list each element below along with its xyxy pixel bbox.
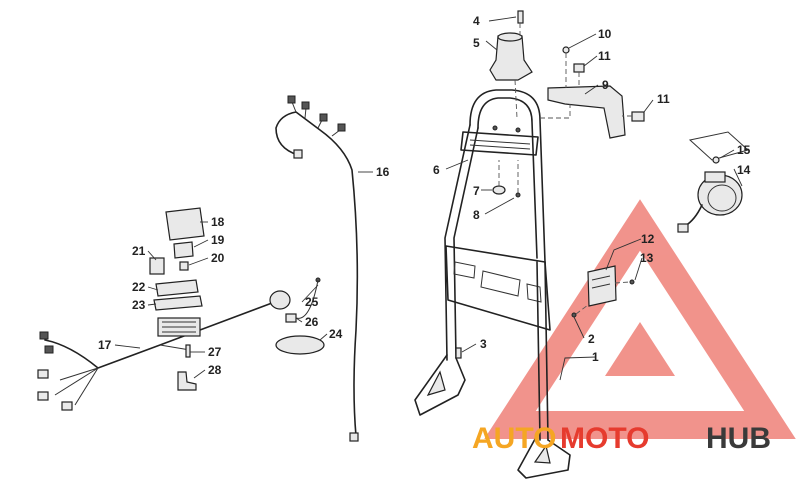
callout-16: 16 bbox=[376, 165, 390, 179]
fuse-22 bbox=[155, 279, 199, 297]
mount-bracket bbox=[177, 344, 197, 391]
callout-25: 25 bbox=[305, 295, 319, 309]
watermark-word-hub: HUB bbox=[706, 422, 771, 455]
fuse-cover-18 bbox=[165, 207, 205, 241]
nut-11-side bbox=[631, 111, 645, 122]
callout-8: 8 bbox=[473, 208, 480, 222]
top-cup-assembly bbox=[489, 10, 533, 119]
callout-19: 19 bbox=[211, 233, 225, 247]
callout-1: 1 bbox=[592, 350, 599, 364]
screw-3 bbox=[455, 347, 462, 359]
bracket-9 bbox=[547, 85, 626, 139]
washer-group bbox=[492, 160, 521, 198]
screw-4 bbox=[517, 10, 524, 24]
screw-27 bbox=[185, 344, 191, 358]
harness-17 bbox=[37, 277, 321, 411]
horn-assembly bbox=[677, 131, 750, 233]
callout-12: 12 bbox=[641, 232, 655, 246]
washer-10 bbox=[562, 46, 570, 54]
relay-21 bbox=[149, 257, 165, 275]
callout-24: 24 bbox=[329, 327, 343, 341]
screw-2 bbox=[571, 312, 577, 318]
callout-17: 17 bbox=[98, 338, 112, 352]
connector-26 bbox=[285, 313, 297, 323]
callout-5: 5 bbox=[473, 36, 480, 50]
watermark-text: AUTO MOTO HUB bbox=[472, 422, 771, 455]
callout-11-top: 11 bbox=[598, 49, 611, 63]
callout-23: 23 bbox=[132, 298, 146, 312]
backrest-frame bbox=[414, 89, 571, 479]
callout-21: 21 bbox=[132, 244, 146, 258]
harness-16 bbox=[275, 95, 359, 442]
callout-13: 13 bbox=[640, 251, 654, 265]
module-assembly bbox=[571, 265, 635, 318]
screw-13 bbox=[629, 279, 635, 285]
callout-9: 9 bbox=[602, 78, 609, 92]
lamp-assembly bbox=[275, 279, 325, 355]
watermark-word-moto: MOTO bbox=[560, 422, 649, 455]
callout-20: 20 bbox=[211, 251, 225, 265]
washer-7 bbox=[492, 185, 506, 195]
callout-6: 6 bbox=[433, 163, 440, 177]
callout-10: 10 bbox=[598, 27, 612, 41]
callout-4: 4 bbox=[473, 14, 480, 28]
watermark-triangle-inner bbox=[605, 322, 675, 376]
fuse-20 bbox=[179, 261, 189, 271]
callout-2: 2 bbox=[588, 332, 595, 346]
leader-lines bbox=[114, 16, 743, 381]
callout-18: 18 bbox=[211, 215, 225, 229]
nut-8 bbox=[515, 192, 521, 198]
cup-5 bbox=[489, 35, 533, 81]
callout-11-side: 11 bbox=[657, 92, 670, 106]
horn-bracket-15 bbox=[688, 131, 750, 161]
fuse-components bbox=[149, 207, 205, 311]
callout-28: 28 bbox=[208, 363, 222, 377]
callout-15: 15 bbox=[737, 143, 751, 157]
callout-labels: 1 2 3 4 5 6 7 8 9 10 11 11 12 13 14 15 1… bbox=[98, 14, 751, 377]
nut-11-top bbox=[573, 63, 585, 73]
bracket-assembly bbox=[540, 46, 645, 139]
watermark-logo bbox=[484, 199, 796, 439]
fuse-23 bbox=[153, 295, 203, 311]
callout-3: 3 bbox=[480, 337, 487, 351]
lamp-24 bbox=[275, 335, 325, 355]
watermark-word-auto: AUTO bbox=[472, 422, 556, 455]
relay-19 bbox=[173, 241, 194, 259]
callout-26: 26 bbox=[305, 315, 319, 329]
callout-22: 22 bbox=[132, 280, 146, 294]
watermark-triangle-outer bbox=[484, 199, 796, 439]
bracket-28 bbox=[177, 371, 197, 391]
callout-14: 14 bbox=[737, 163, 751, 177]
callout-7: 7 bbox=[473, 184, 480, 198]
callout-27: 27 bbox=[208, 345, 222, 359]
